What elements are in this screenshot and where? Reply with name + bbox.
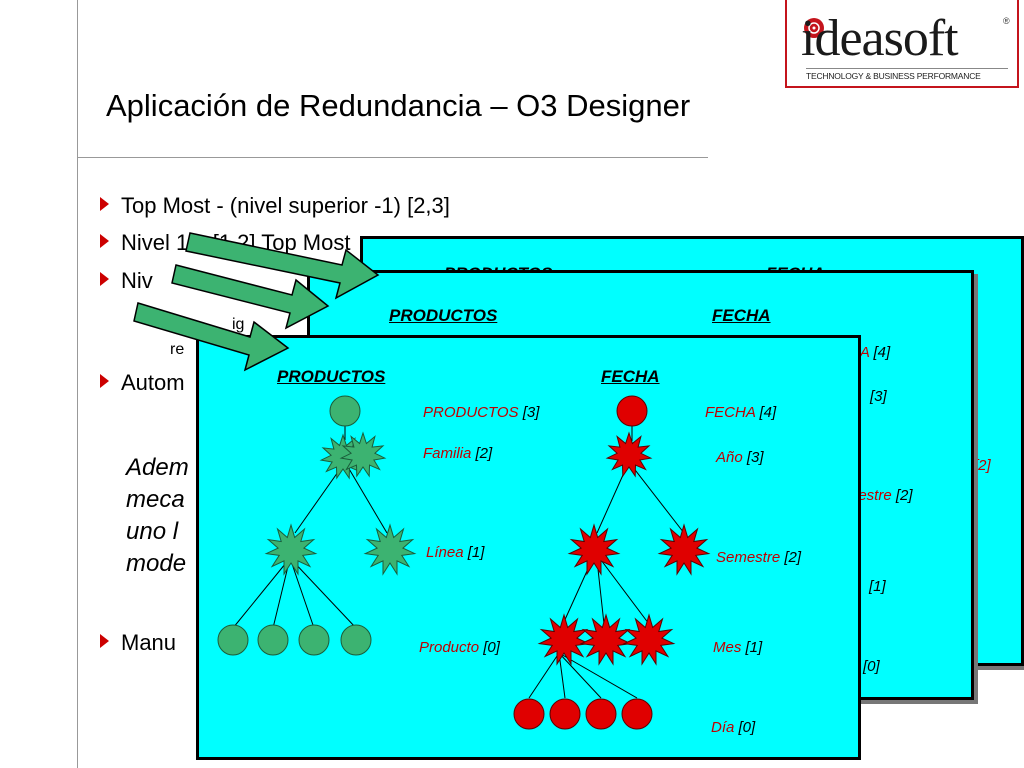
vertical-divider [77, 0, 78, 768]
family-node [339, 431, 387, 478]
panel-level-label: [2] [974, 457, 991, 474]
italic-fragment: Adem [126, 454, 189, 481]
logo-mark-icon [804, 18, 824, 38]
product-leaf-node [298, 624, 330, 656]
italic-fragment: meca [126, 486, 185, 513]
hierarchy-tree-diagram [217, 395, 711, 730]
bullet-text: Top Most - (nivel superior -1) [2,3] [121, 193, 450, 218]
slide-title: Aplicación de Redundancia – O3 Designer [106, 88, 691, 123]
date-level-label: Año [3] [716, 449, 764, 466]
product-leaf-node [257, 624, 289, 656]
sub-fragment: re [170, 341, 185, 358]
bullet-arrow-icon [100, 234, 109, 248]
day-leaf-node [549, 698, 581, 730]
italic-fragment: mode [126, 550, 187, 577]
sub-fragment: ig [232, 316, 245, 333]
redundancy-arrow-icon [171, 264, 330, 330]
product-level-label: Producto [0] [419, 639, 500, 656]
italic-fragment: uno l [126, 518, 179, 545]
bullet-arrow-icon [100, 374, 109, 388]
bullet-text: Manu [121, 630, 177, 655]
semester-node [657, 523, 711, 576]
day-leaf-node [585, 698, 617, 730]
title-underline [77, 157, 708, 158]
date-level-label: Día [0] [711, 719, 756, 736]
bullet-text: Autom [121, 370, 185, 395]
product-leaf-node [217, 624, 249, 656]
month-node [537, 613, 591, 666]
panel-header-date: FECHA [712, 306, 771, 325]
panel-level-label: [1] [869, 578, 886, 595]
product-level-label: PRODUCTOS [3] [423, 404, 540, 421]
semester-node [567, 523, 621, 576]
bullet-item: Niv [100, 268, 153, 294]
date-root-node [616, 395, 648, 427]
logo-tagline: TECHNOLOGY & BUSINESS PERFORMANCE [806, 71, 981, 81]
bullet-text: Nivel 1 – [1,2] Top Most [121, 230, 351, 255]
panel-level-label: [3] [870, 388, 887, 405]
month-node [622, 613, 676, 666]
bullet-item: Nivel 1 – [1,2] Top Most [100, 230, 351, 256]
bullet-arrow-icon [100, 197, 109, 211]
bullet-item: Top Most - (nivel superior -1) [2,3] [100, 193, 450, 219]
logo-registered-mark: ® [1003, 16, 1010, 26]
bullet-arrow-icon [100, 634, 109, 648]
logo-wordmark: ideasoft [801, 10, 959, 67]
line-node [363, 523, 417, 576]
panel-header-products: PRODUCTOS [389, 306, 498, 325]
date-level-label: Mes [1] [713, 639, 763, 656]
line-node [264, 523, 318, 576]
product-level-label: Familia [2] [423, 445, 493, 462]
panel-level-label: [0] [863, 658, 880, 675]
hierarchy-panel-front: PRODUCTOS FECHA PRODUCTOS [3] Familia [2… [196, 335, 861, 760]
month-node [579, 613, 633, 666]
day-leaf-node [513, 698, 545, 730]
date-level-label: FECHA [4] [705, 404, 777, 421]
bullet-text: Niv [121, 268, 153, 293]
product-level-label: Línea [1] [426, 544, 485, 561]
year-node [605, 431, 653, 478]
day-leaf-node [621, 698, 653, 730]
products-root-node [329, 395, 361, 427]
ideasoft-logo: ideasoft ® TECHNOLOGY & BUSINESS PERFORM… [785, 0, 1019, 88]
product-leaf-node [340, 624, 372, 656]
bullet-item: Autom [100, 370, 185, 396]
panel-header-products: PRODUCTOS [277, 367, 386, 386]
logo-divider [806, 68, 1008, 69]
bullet-arrow-icon [100, 272, 109, 286]
date-level-label: Semestre [2] [716, 549, 802, 566]
bullet-item: Manu [100, 630, 176, 656]
panel-header-date: FECHA [601, 367, 660, 386]
